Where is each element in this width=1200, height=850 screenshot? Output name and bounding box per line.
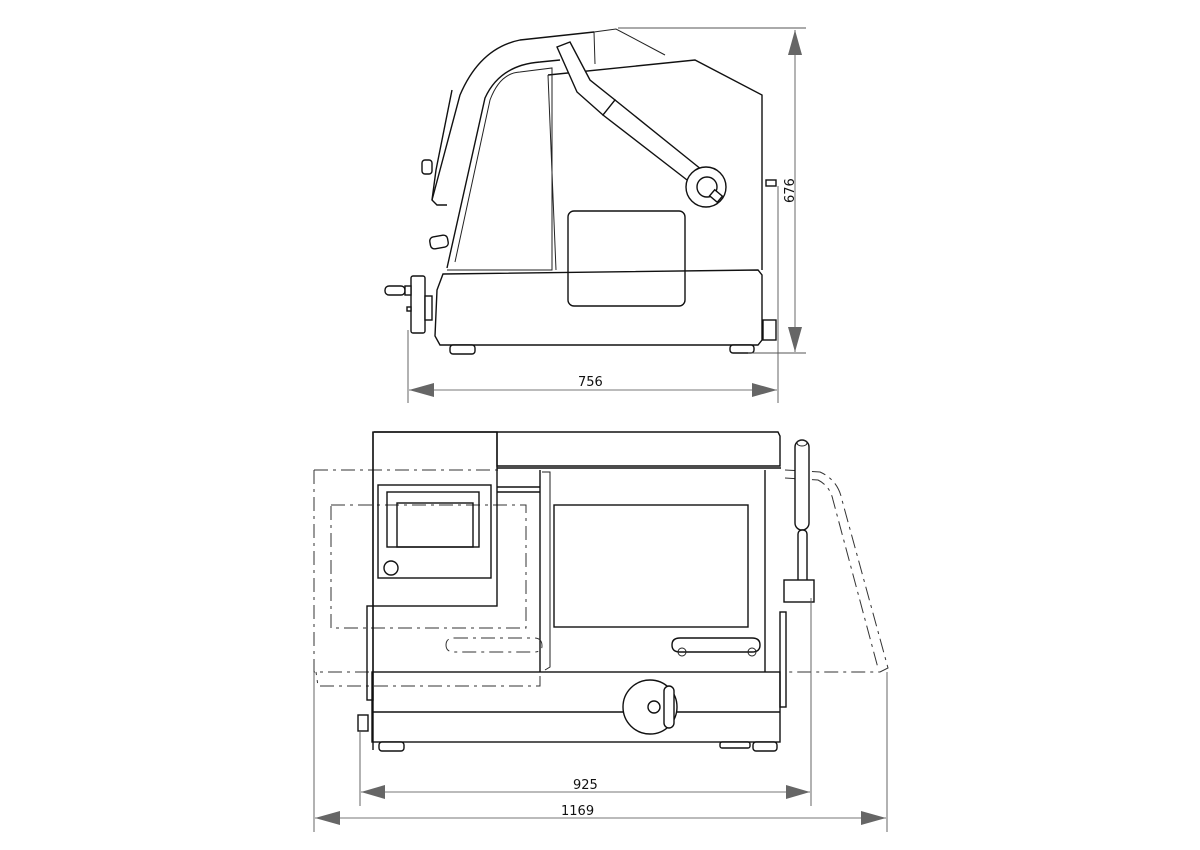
dimension-side-depth: 756 [407, 186, 779, 403]
phantom-hood-outline [313, 470, 541, 687]
front-handwheel-hub [647, 700, 661, 714]
phantom-window [330, 504, 527, 629]
side-base-body [434, 269, 763, 346]
front-emergency-knob [383, 560, 399, 576]
side-foot-rear [729, 344, 755, 354]
side-lever-nut [708, 188, 724, 204]
side-rear-stub [765, 179, 777, 187]
front-lever-grip [794, 439, 810, 531]
front-lid [374, 431, 781, 467]
front-foot-mid [719, 741, 751, 749]
side-view [384, 28, 777, 355]
side-access-panel [567, 210, 686, 307]
dimension-height-label: 676 [783, 178, 798, 203]
front-base [371, 671, 781, 743]
side-hood-inner [446, 59, 561, 269]
side-handwheel [410, 275, 426, 334]
dimension-height: 676 [618, 27, 806, 354]
dimension-overall-width: 1169 [313, 672, 888, 832]
front-left-panel-edge [366, 605, 374, 701]
side-front-panel [431, 89, 453, 206]
phantom-lever-inner [784, 477, 879, 669]
front-foot-left [378, 741, 405, 752]
dimension-front-width-label: 925 [573, 778, 598, 793]
front-touchscreen [396, 502, 474, 548]
front-foot-right [752, 741, 778, 752]
dimension-side-depth-label: 756 [578, 375, 603, 390]
side-window [447, 67, 553, 271]
phantom-door-handle [445, 637, 543, 653]
front-view [313, 431, 889, 752]
front-touchscreen-frame [386, 491, 480, 548]
front-lever-mount [783, 579, 815, 603]
front-right-panel-edge [779, 611, 787, 708]
side-knob-upper [421, 159, 433, 175]
side-housing-outline [547, 59, 763, 270]
front-handwheel-grip [663, 685, 675, 729]
side-top-cover [593, 28, 666, 56]
front-touchscreen-bezel [377, 484, 492, 579]
front-left-stub [357, 714, 369, 732]
front-main-window [553, 504, 749, 628]
side-handwheel-grip [384, 285, 406, 296]
side-hood-outer [431, 31, 595, 201]
dimension-front-width: 925 [359, 598, 812, 806]
side-foot-front [449, 344, 476, 355]
side-rear-box [762, 319, 777, 341]
dimension-overall-width-label: 1169 [561, 804, 594, 819]
side-knob-lower [429, 234, 449, 250]
side-lever-grip [556, 41, 616, 117]
front-door-handle [671, 637, 761, 653]
phantom-lever-outer [784, 469, 889, 673]
